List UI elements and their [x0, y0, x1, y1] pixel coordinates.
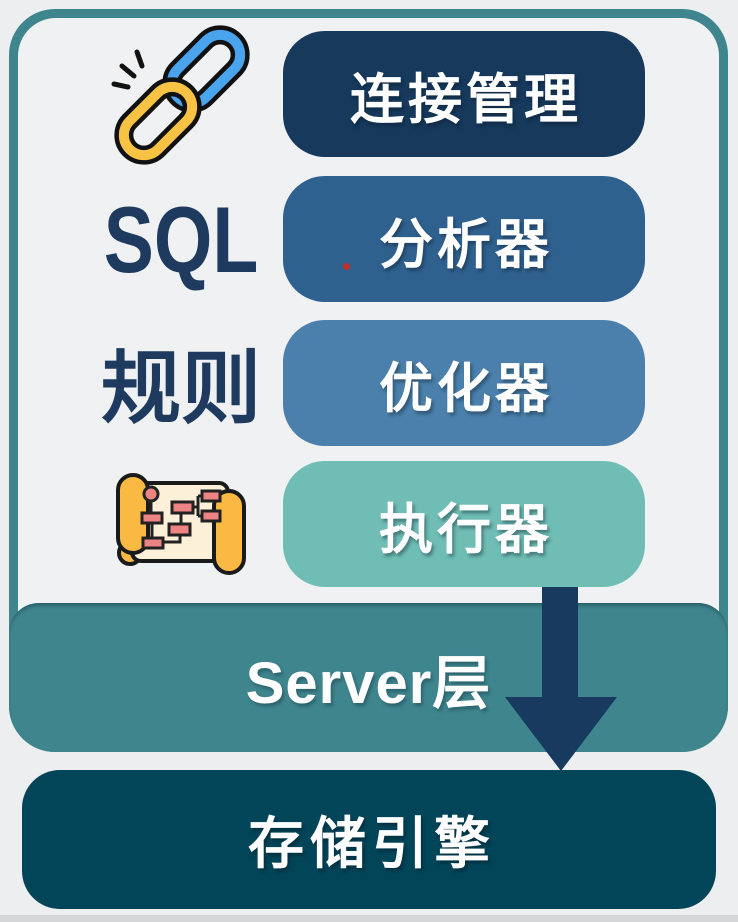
link-icon-blue-ring — [162, 25, 250, 113]
bottom-edge-strip — [0, 915, 738, 922]
storage-engine-label: 存储引擎 — [248, 812, 496, 875]
layer-box-optimizer: 优化器 — [283, 320, 645, 446]
red-dot — [343, 263, 350, 270]
link-icon-yellow-ring — [114, 77, 202, 165]
link-icon-sparks — [111, 49, 145, 90]
layer-label-parser: 分析器 — [379, 214, 553, 275]
layer-box-executor: 执行器 — [283, 461, 645, 587]
sql-label: SQL — [103, 187, 259, 292]
storage-engine-box: 存储引擎 — [22, 770, 716, 909]
link-icon — [111, 25, 250, 165]
flowchart-scroll-connectors — [149, 494, 202, 544]
layer-label-connection-management: 连接管理 — [350, 69, 582, 130]
down-arrow-shape — [505, 582, 617, 771]
server-layer-label: Server层 — [245, 650, 492, 716]
server-layer-band: Server层 — [9, 603, 728, 752]
layer-box-connection-management: 连接管理 — [283, 31, 645, 157]
layer-label-executor: 执行器 — [379, 499, 553, 560]
flowchart-scroll-nodes — [140, 485, 222, 550]
layer-box-parser: 分析器 — [283, 176, 645, 302]
rule-label: 规则 — [101, 344, 261, 433]
layer-label-optimizer: 优化器 — [379, 358, 553, 419]
flowchart-scroll-icon — [116, 473, 246, 575]
down-arrow — [505, 582, 617, 771]
